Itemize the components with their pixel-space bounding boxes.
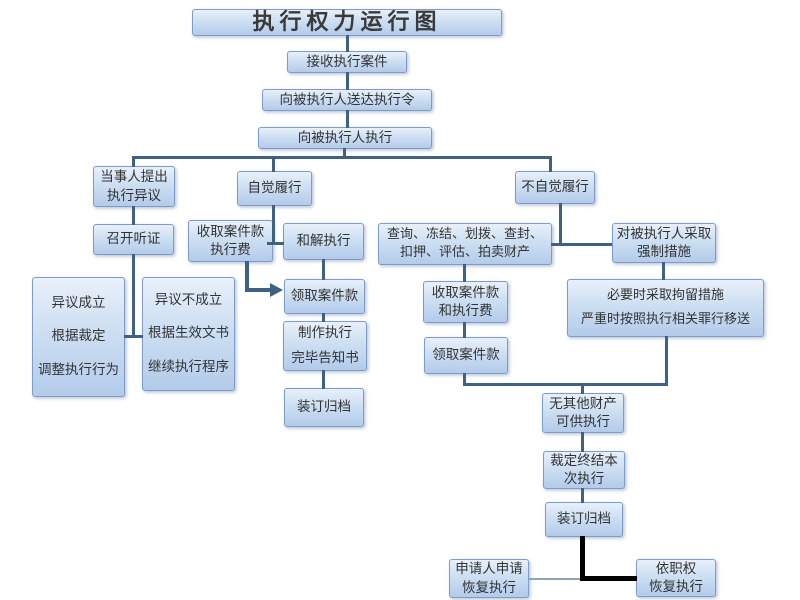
connector-voluntary-tee bbox=[267, 242, 284, 245]
node-title: 执行权力运行图 bbox=[192, 9, 502, 36]
connector-involuntary-down bbox=[559, 203, 562, 246]
connector-exofficio-black bbox=[580, 576, 637, 581]
connector-settlement-receivemoney bbox=[322, 259, 325, 280]
node-collect-fee-2: 收取案件款 和执行费 bbox=[423, 281, 508, 323]
connector-voluntary-down bbox=[272, 205, 275, 245]
node-label: 当事人提出 执行异议 bbox=[100, 169, 168, 204]
connector-branch-voluntary bbox=[272, 158, 275, 172]
node-inquiry-freeze: 查询、冻结、划拨、查封、 扣押、评估、拍卖财产 bbox=[378, 223, 552, 265]
node-receive-money-2: 领取案件款 bbox=[424, 337, 508, 374]
node-terminate: 裁定终结本 次执行 bbox=[543, 451, 625, 489]
node-objection-upheld: 异议成立 根据裁定 调整执行行为 bbox=[32, 277, 125, 397]
node-label: 查询、冻结、划拨、查封、 扣押、评估、拍卖财产 bbox=[386, 227, 543, 260]
node-label: 向被执行人送达执行令 bbox=[279, 91, 415, 108]
node-label: 异议成立 根据裁定 调整执行行为 bbox=[38, 295, 119, 378]
node-ex-officio-resume: 依职权 恢复执行 bbox=[636, 559, 716, 597]
node-execute-against: 向被执行人执行 bbox=[258, 127, 432, 149]
connector-hearing-tee bbox=[124, 335, 143, 338]
connector-archive2-down-black bbox=[580, 536, 585, 581]
node-involuntary: 不自觉履行 bbox=[515, 171, 595, 204]
node-collect-fee: 收取案件款 执行费 bbox=[188, 220, 273, 262]
node-archive-1: 装订归档 bbox=[284, 388, 364, 427]
node-label: 裁定终结本 次执行 bbox=[550, 452, 618, 487]
node-label: 无其他财产 可供执行 bbox=[549, 395, 617, 430]
connector-inquiry-collectfee2 bbox=[463, 264, 466, 282]
node-label: 不自觉履行 bbox=[521, 179, 589, 196]
node-label: 和解执行 bbox=[296, 233, 351, 250]
node-receive-case: 接收执行案件 bbox=[287, 51, 407, 73]
node-hearing: 召开听证 bbox=[93, 224, 174, 255]
node-label: 装订归档 bbox=[557, 511, 611, 528]
node-no-property: 无其他财产 可供执行 bbox=[542, 393, 624, 433]
node-voluntary: 自觉履行 bbox=[237, 171, 312, 206]
connector-collectfee2-receivemoney2 bbox=[463, 322, 466, 338]
node-applicant-resume: 申请人申请 恢复执行 bbox=[449, 559, 529, 598]
node-objection-rejected: 异议不成立 根据生效文书 继续执行程序 bbox=[142, 277, 235, 391]
connector-execute-branch bbox=[343, 148, 346, 158]
node-label: 收取案件款 和执行费 bbox=[431, 284, 500, 319]
node-coercive-measures: 对被执行人采取 强制措施 bbox=[612, 223, 716, 263]
node-objection: 当事人提出 执行异议 bbox=[93, 166, 175, 207]
node-label: 向被执行人执行 bbox=[297, 129, 393, 146]
node-label: 申请人申请 恢复执行 bbox=[455, 561, 523, 596]
connector-coercive-detention bbox=[662, 262, 665, 280]
node-label: 收取案件款 执行费 bbox=[196, 223, 265, 258]
connector-hearing-down bbox=[132, 254, 135, 338]
node-completion-notice: 制作执行 完毕告知书 bbox=[283, 321, 367, 371]
node-label: 接收执行案件 bbox=[306, 53, 388, 70]
connector-noproperty-terminate bbox=[581, 432, 584, 452]
node-label: 对被执行人采取 强制措施 bbox=[616, 225, 712, 260]
node-label: 装订归档 bbox=[297, 399, 351, 416]
node-label: 依职权 恢复执行 bbox=[649, 560, 703, 595]
connector-branch-involuntary bbox=[549, 158, 552, 172]
node-serve-order: 向被执行人送达执行令 bbox=[262, 89, 432, 111]
connector-notice-archive bbox=[322, 370, 325, 389]
connector-collectfee-arrow-vertical bbox=[245, 261, 249, 292]
node-label: 领取案件款 bbox=[290, 288, 359, 305]
connector-receivemoney-notice bbox=[322, 313, 325, 322]
connector-merge-horizontal bbox=[463, 383, 668, 386]
node-label: 必要时采取拘留措施 严重时按照执行相关罪行移送 bbox=[580, 287, 750, 327]
node-label: 异议不成立 根据生效文书 继续执行程序 bbox=[148, 292, 229, 375]
node-detention: 必要时采取拘留措施 严重时按照执行相关罪行移送 bbox=[567, 279, 764, 337]
connector-merge-noproperty bbox=[581, 385, 584, 394]
connector-terminate-archive2 bbox=[581, 488, 584, 503]
connector-serve-execute bbox=[346, 110, 349, 128]
node-label: 制作执行 完毕告知书 bbox=[291, 325, 359, 366]
connector-detention-merge bbox=[665, 336, 668, 386]
node-label: 领取案件款 bbox=[432, 347, 500, 364]
connector-receivemoney2-merge bbox=[463, 373, 466, 386]
node-label: 召开听证 bbox=[106, 231, 161, 248]
connector-involuntary-tee bbox=[551, 243, 612, 246]
node-label: 自觉履行 bbox=[247, 180, 302, 197]
connector-applicant-thin bbox=[529, 578, 581, 580]
node-receive-money-1: 领取案件款 bbox=[284, 279, 365, 314]
connector-receive-serve bbox=[346, 72, 349, 90]
connector-title-receive bbox=[346, 35, 349, 52]
connector-branch-objection bbox=[132, 158, 135, 167]
node-settlement: 和解执行 bbox=[283, 223, 364, 260]
arrowhead-receive-money-icon bbox=[270, 283, 283, 297]
connector-branch-horizontal bbox=[132, 156, 552, 159]
connector-collectfee-arrow-horizontal bbox=[245, 288, 272, 292]
node-label: 执行权力运行图 bbox=[252, 9, 442, 35]
connector-objection-hearing bbox=[132, 206, 135, 225]
node-archive-2: 装订归档 bbox=[545, 502, 623, 537]
